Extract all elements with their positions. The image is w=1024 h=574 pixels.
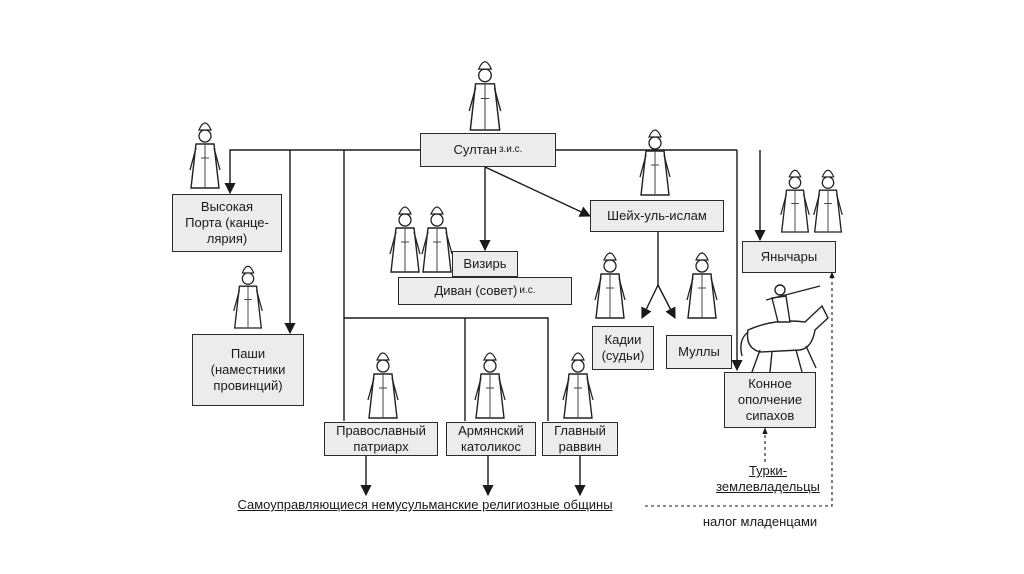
line-sultan-porta — [224, 149, 420, 195]
rabbi-box: Главный раввин — [542, 422, 618, 456]
rabbi-figure — [562, 352, 594, 419]
porta-line-2: Порта (канце- — [185, 215, 269, 230]
konnoe-line-3: сипахов — [745, 408, 795, 423]
armenian-line-1: Армянский — [458, 423, 524, 438]
pashi-line-1: Паши — [230, 346, 266, 361]
sultan-figure — [468, 61, 502, 131]
orthodox-line-1: Православный — [336, 423, 426, 438]
turki-line-2: землевладельцы — [716, 479, 820, 494]
sheikh-box: Шейх-уль-ислам — [590, 200, 724, 232]
porta-line-1: Высокая — [200, 199, 254, 214]
sultan-sup: з.и.с. — [498, 144, 523, 155]
mully-label: Муллы — [678, 344, 720, 359]
mully-figure — [686, 252, 718, 319]
porta-figure — [189, 122, 221, 189]
mully-box: Муллы — [666, 335, 732, 369]
yanychar-figure-1 — [780, 169, 810, 233]
line-sultan-communities — [343, 150, 549, 421]
divan-label: Диван (совет) — [434, 283, 518, 298]
dashed-communities-yanychary — [645, 271, 835, 507]
divan-box: Диван (совет)и.с. — [398, 277, 572, 305]
sheikh-label: Шейх-уль-ислам — [607, 208, 707, 223]
yanychary-label: Янычары — [760, 249, 818, 264]
armenian-line-2: католикос — [460, 439, 522, 454]
line-sheikh-kadii — [641, 232, 659, 320]
konnoe-box: Конное ополчение сипахов — [724, 372, 816, 428]
pashi-line-2: (наместники — [210, 362, 286, 377]
armenian-box: Армянский католикос — [446, 422, 536, 456]
rabbi-line-2: раввин — [558, 439, 602, 454]
vizir-figure-1 — [389, 206, 421, 273]
yanychary-box: Янычары — [742, 241, 836, 273]
divan-sup: и.с. — [519, 285, 536, 296]
armenian-figure — [474, 352, 506, 419]
line-sheikh-mully — [657, 284, 676, 319]
tax-label: налог младенцами — [702, 514, 818, 529]
pashi-figure — [233, 265, 263, 329]
orthodox-line-2: патриарх — [353, 439, 409, 454]
konnoe-line-2: ополчение — [737, 392, 803, 407]
orthodox-box: Православный патриарх — [324, 422, 438, 456]
yanychar-figure-2 — [813, 169, 843, 233]
konnoe-line-1: Конное — [748, 376, 792, 391]
dashed-connectors — [645, 271, 835, 507]
line-sultan-sheikh — [484, 166, 592, 217]
vizir-figure-2 — [421, 206, 453, 273]
vizir-label: Визирь — [463, 256, 507, 271]
kadii-line-1: Кадии — [604, 332, 642, 347]
porta-box: Высокая Порта (канце- лярия) — [172, 194, 282, 252]
kadii-box: Кадии (судьи) — [592, 326, 654, 370]
kadii-figure — [594, 252, 626, 319]
rabbi-line-1: Главный — [554, 423, 606, 438]
pashi-line-3: провинций) — [213, 378, 283, 393]
turki-line-1: Турки- — [748, 463, 788, 478]
sultan-label: Султан — [453, 142, 497, 157]
vizir-box: Визирь — [452, 251, 518, 277]
porta-line-3: лярия) — [206, 231, 248, 246]
orthodox-figure — [367, 352, 399, 419]
connectors — [224, 149, 766, 497]
turki-label: Турки- землевладельцы — [706, 463, 830, 495]
pashi-box: Паши (наместники провинций) — [192, 334, 304, 406]
communities-label: Самоуправляющиеся немусульманские религи… — [237, 497, 613, 512]
kadii-line-2: (судьи) — [601, 348, 645, 363]
sheikh-figure — [639, 129, 671, 196]
sipahi-horseman-figure — [740, 284, 829, 373]
